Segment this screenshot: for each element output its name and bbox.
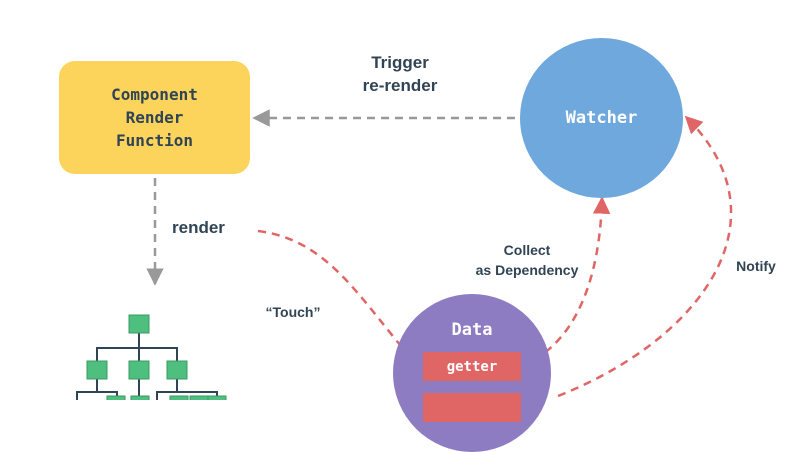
component-line-1: Component xyxy=(111,85,198,104)
collect-line-2: as Dependency xyxy=(475,262,579,278)
diagram-connectors xyxy=(76,109,733,400)
watcher-label: Watcher xyxy=(565,108,638,128)
notify-label: Notify xyxy=(736,258,776,274)
data-label: Data xyxy=(451,320,493,340)
component-line-3: Function xyxy=(115,131,194,150)
component-line-2: Render xyxy=(125,108,184,127)
getter-box: getter xyxy=(423,352,521,381)
collect-line-1: Collect xyxy=(503,242,551,258)
trigger-rerender-label: Trigger re-render xyxy=(335,51,465,97)
trigger-line-1: Trigger xyxy=(371,53,429,72)
touch-arrow xyxy=(257,229,419,367)
touch-label: “Touch” xyxy=(265,304,321,320)
component-render-function: Component Render Function xyxy=(59,61,250,174)
notify-arrow xyxy=(557,115,733,398)
collect-dependency-label: Collect as Dependency xyxy=(462,240,592,280)
watcher-node: Watcher xyxy=(520,38,683,198)
component-tree xyxy=(76,314,227,400)
getter-label: getter xyxy=(446,358,498,375)
setter-box xyxy=(423,393,521,422)
reactivity-diagram: Component Render Function Watcher Data g… xyxy=(59,38,776,452)
trigger-line-2: re-render xyxy=(362,76,438,95)
render-label: render xyxy=(172,218,225,237)
